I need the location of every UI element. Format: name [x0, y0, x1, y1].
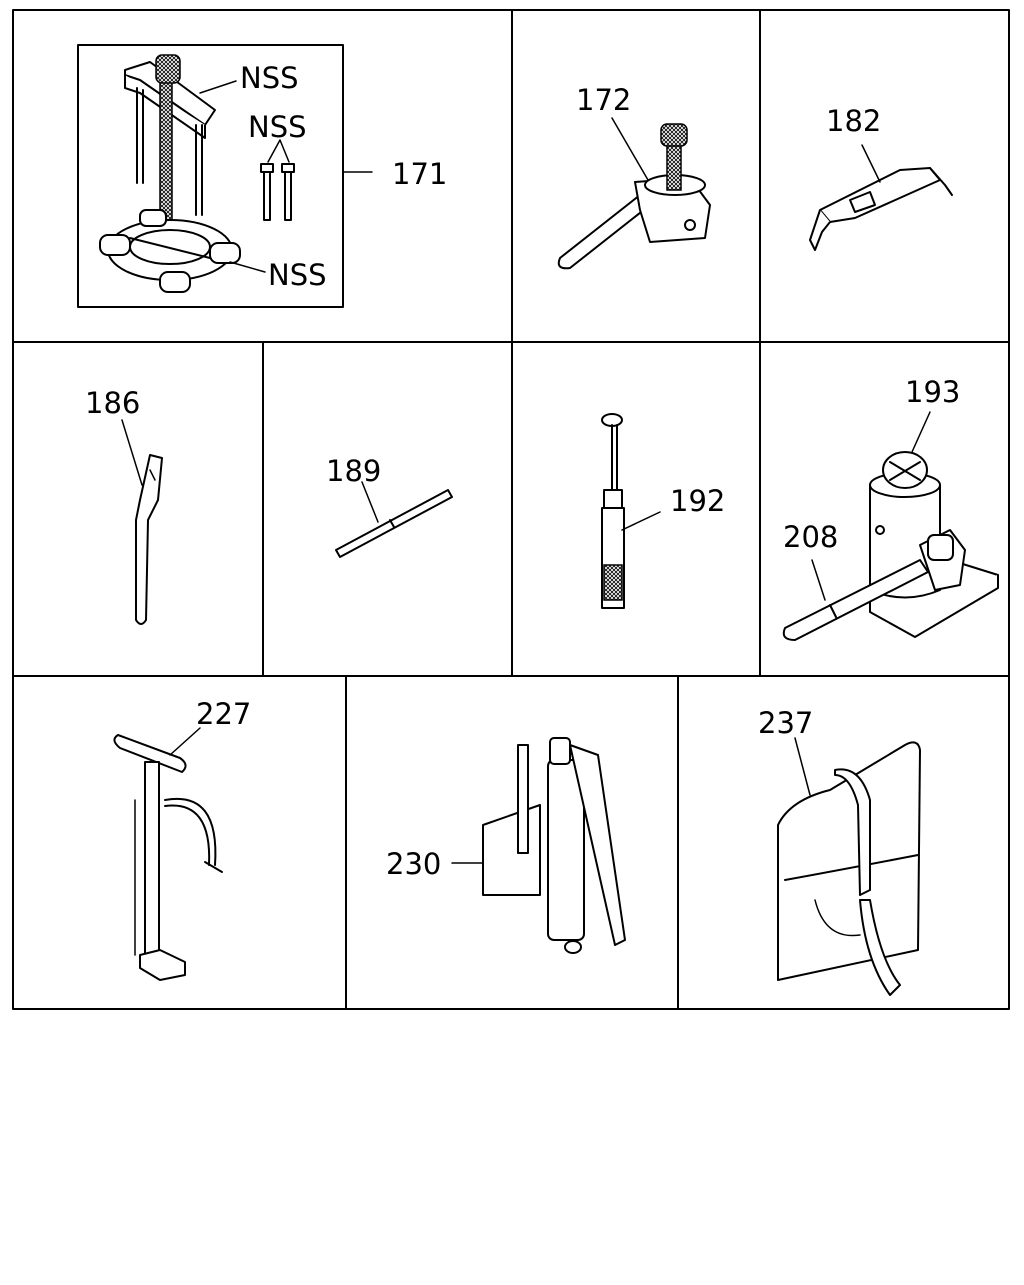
- callout-208: 208: [783, 520, 838, 554]
- callout-nss-2: NSS: [248, 110, 307, 144]
- callout-172: 172: [576, 83, 631, 117]
- callout-186: 186: [85, 386, 140, 420]
- callout-182: 182: [826, 104, 881, 138]
- part-193-bottle-jack: [869, 411, 999, 638]
- part-171-bearing-puller: [77, 44, 373, 308]
- callout-192: 192: [670, 484, 725, 518]
- callout-227: 227: [196, 697, 251, 731]
- callout-nss-3: NSS: [268, 258, 327, 292]
- callout-189: 189: [326, 454, 381, 488]
- part-182-bracket: [809, 144, 953, 251]
- callout-237: 237: [758, 706, 813, 740]
- callout-nss-1: NSS: [240, 61, 299, 95]
- grid-lines: [12, 9, 1010, 1010]
- part-208-jack-handle: [782, 559, 929, 641]
- callout-171: 171: [392, 157, 447, 191]
- callout-193: 193: [905, 375, 960, 409]
- kit-box: [77, 44, 344, 308]
- part-227-tire-pump: [113, 727, 223, 981]
- part-189-rod: [335, 481, 453, 558]
- part-186-pry-bar: [121, 419, 163, 625]
- part-192-tester: [601, 413, 661, 609]
- part-172-tool: [557, 117, 711, 270]
- part-230-grease-gun: [451, 737, 626, 954]
- callout-230: 230: [386, 847, 441, 881]
- part-237-tool-bag: [777, 737, 921, 996]
